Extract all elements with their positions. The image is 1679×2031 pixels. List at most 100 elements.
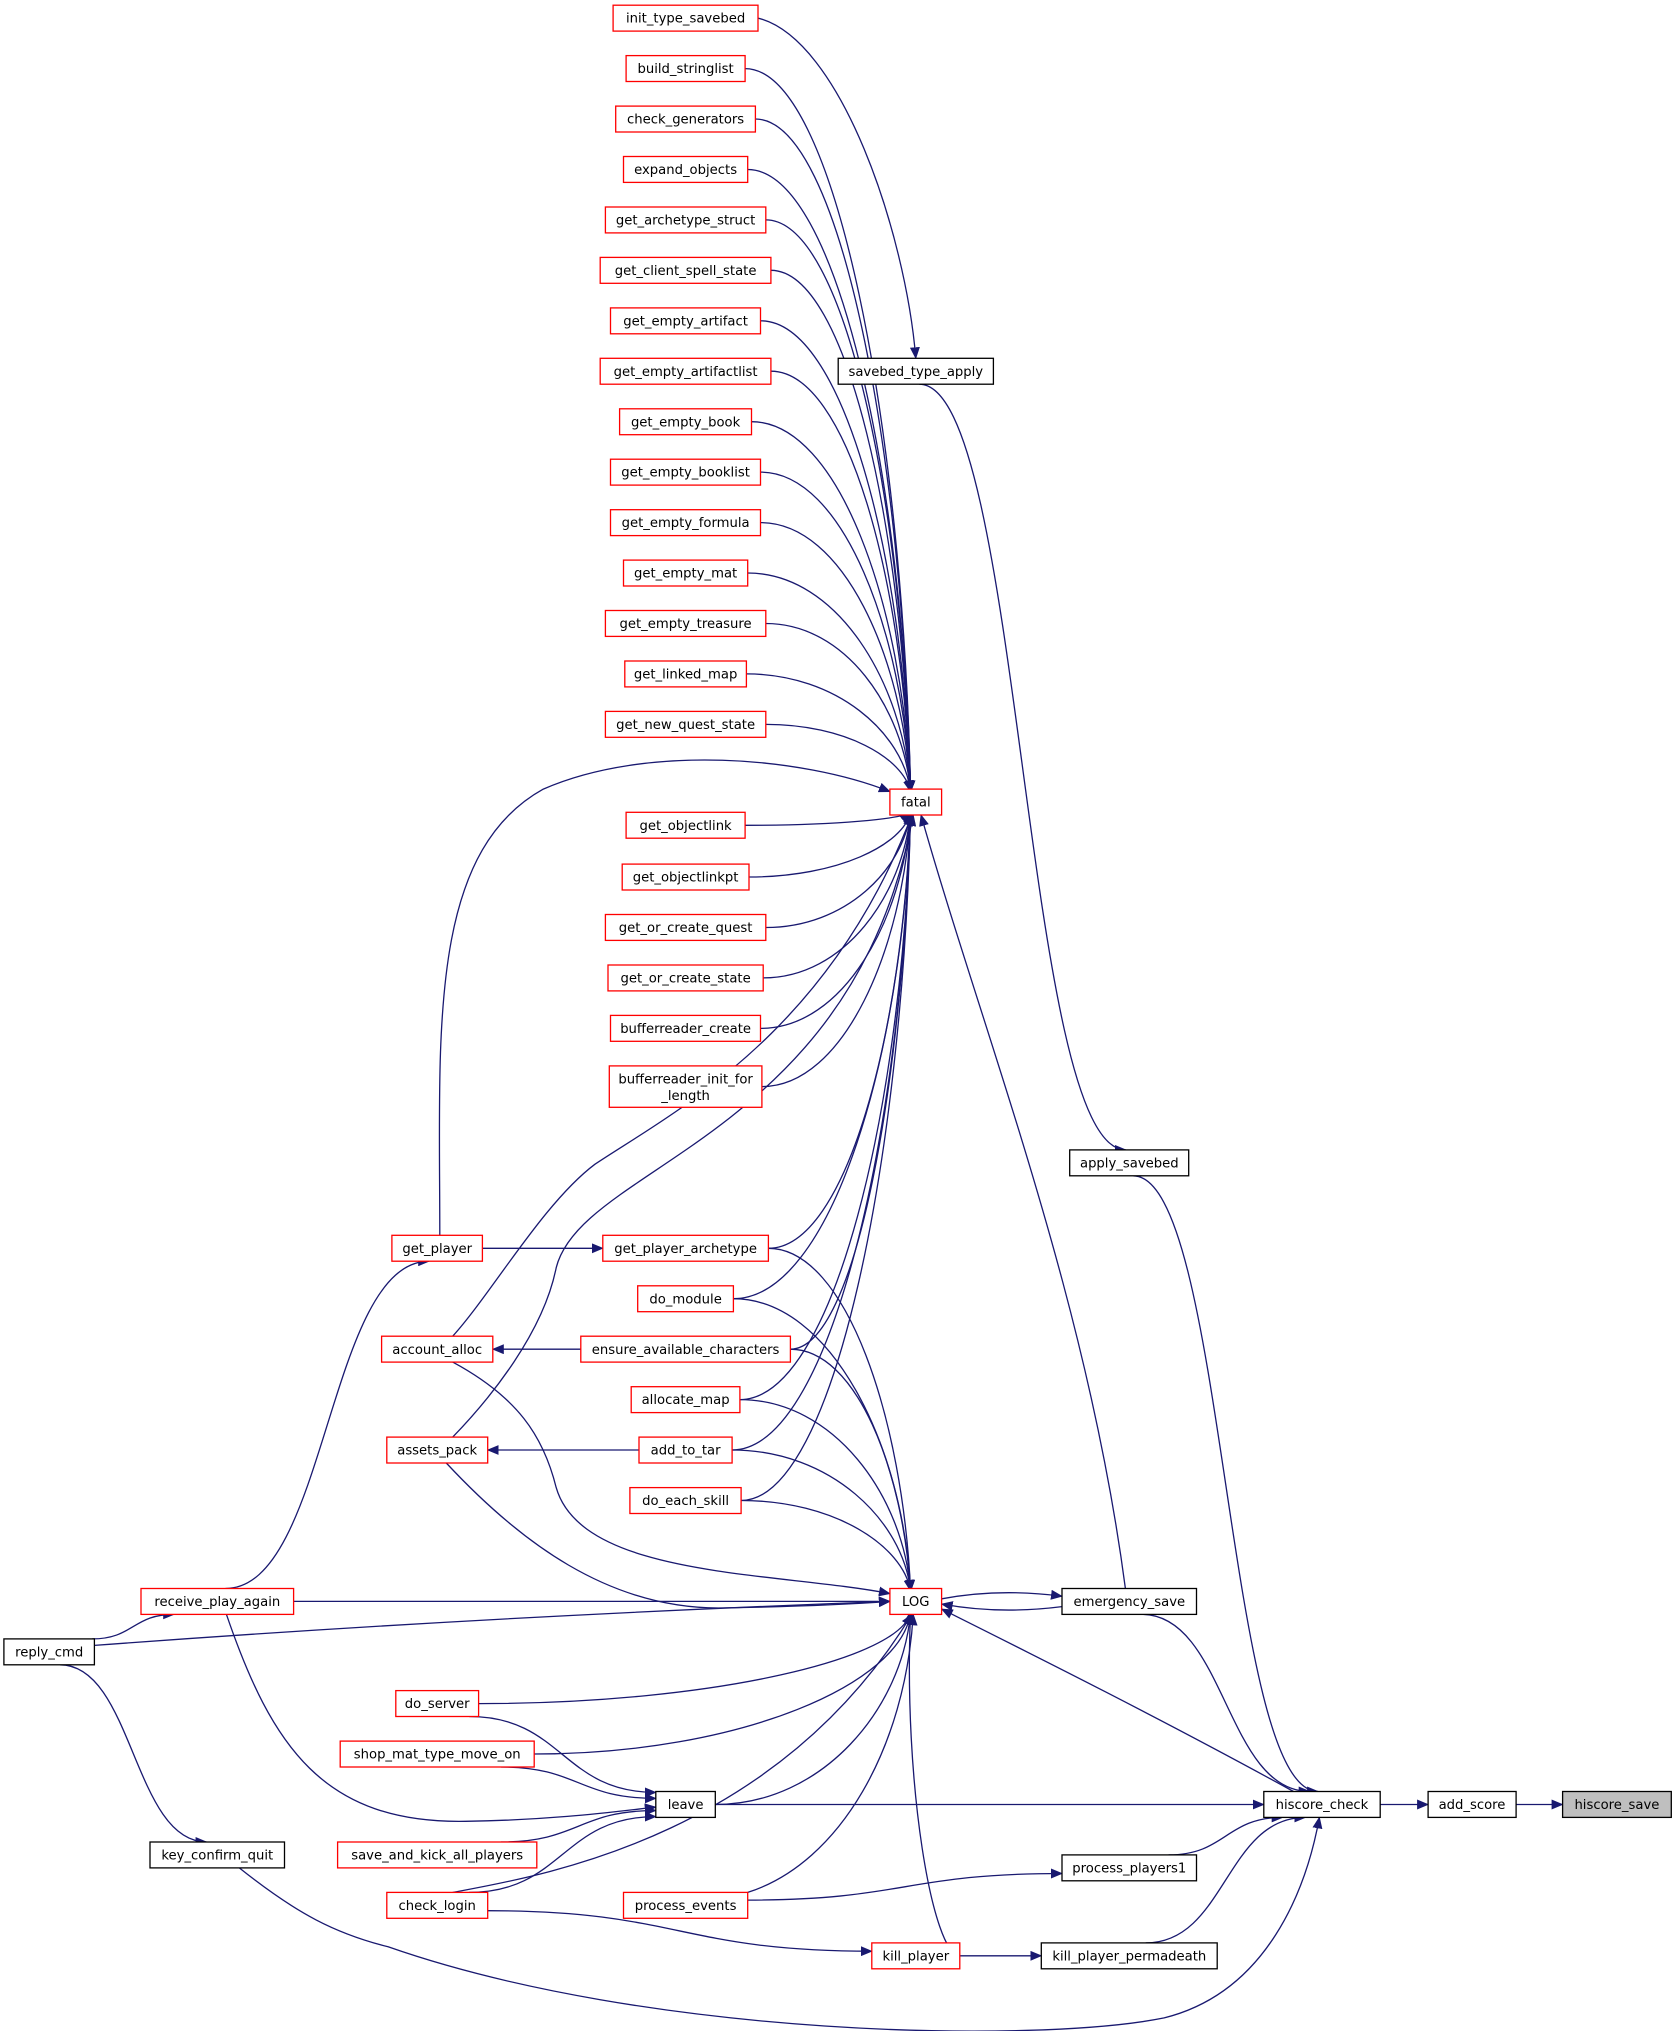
node-savebed-type-apply[interactable]: savebed_type_apply xyxy=(837,357,995,385)
node-fatal[interactable]: fatal xyxy=(889,788,943,816)
edge-do_each_skill-to-fatal xyxy=(741,811,916,1502)
node-label: build_stringlist xyxy=(637,62,733,77)
node-box xyxy=(630,1386,741,1414)
edge-shop_mat_type_move_on-to-LOG xyxy=(534,1610,915,1755)
node-do-server[interactable]: do_server xyxy=(395,1689,480,1718)
node-LOG[interactable]: LOG xyxy=(889,1587,943,1616)
node-get-linked-map[interactable]: get_linked_map xyxy=(624,660,748,688)
edge-receive_play_again-to-leave xyxy=(225,1614,657,1822)
node-process-events[interactable]: process_events xyxy=(622,1891,749,1919)
edge-bufferreader_create-to-fatal xyxy=(760,811,915,1030)
node-leave[interactable]: leave xyxy=(655,1790,716,1819)
node-get-empty-artifactlist[interactable]: get_empty_artifactlist xyxy=(599,357,772,385)
node-label: get_objectlinkpt xyxy=(633,871,739,886)
node-check-generators[interactable]: check_generators xyxy=(615,105,757,133)
node-box xyxy=(3,1638,96,1666)
node-label: process_players1 xyxy=(1072,1862,1186,1877)
node-add-score[interactable]: add_score xyxy=(1427,1790,1517,1819)
node-label: check_generators xyxy=(627,113,744,128)
edge-hiscore_check-to-LOG xyxy=(940,1608,1294,1793)
edge-leave-to-LOG xyxy=(715,1610,915,1806)
node-process-players1[interactable]: process_players1 xyxy=(1061,1854,1198,1882)
node-do-each-skill[interactable]: do_each_skill xyxy=(629,1486,742,1515)
node-bufferreader-init-for-length[interactable]: bufferreader_init_for_length xyxy=(608,1065,763,1108)
node-get-objectlink[interactable]: get_objectlink xyxy=(625,811,746,839)
node-get-or-create-state[interactable]: get_or_create_state xyxy=(607,964,764,992)
node-hiscore-check[interactable]: hiscore_check xyxy=(1263,1790,1381,1819)
edge-reply_cmd-to-LOG xyxy=(94,1596,891,1647)
node-kill-player[interactable]: kill_player xyxy=(871,1942,961,1970)
node-box xyxy=(1427,1790,1517,1819)
node-label: shop_mat_type_move_on xyxy=(354,1748,521,1763)
node-emergency-save[interactable]: emergency_save xyxy=(1061,1587,1198,1616)
node-label: expand_objects xyxy=(634,163,737,178)
node-build-stringlist[interactable]: build_stringlist xyxy=(625,54,746,83)
node-apply-savebed[interactable]: apply_savebed xyxy=(1069,1149,1190,1177)
node-get-new-quest-state[interactable]: get_new_quest_state xyxy=(604,710,767,738)
edge-key_confirm_quit-to-hiscore_check xyxy=(238,1816,1323,2031)
edge-check_login-to-LOG xyxy=(452,1613,913,1894)
node-get-empty-booklist[interactable]: get_empty_booklist xyxy=(609,458,762,486)
node-box xyxy=(386,1436,489,1464)
node-box xyxy=(609,509,762,537)
node-label: kill_player_permadeath xyxy=(1052,1949,1206,1964)
node-get-player-archetype[interactable]: get_player_archetype xyxy=(602,1234,770,1262)
node-box xyxy=(1061,1854,1198,1882)
node-label: key_confirm_quit xyxy=(161,1849,273,1864)
node-bufferreader-create[interactable]: bufferreader_create xyxy=(609,1014,762,1042)
node-label: check_login xyxy=(399,1899,476,1914)
node-label: receive_play_again xyxy=(154,1595,280,1610)
node-expand-objects[interactable]: expand_objects xyxy=(622,155,749,184)
nodes-layer: init_type_savebed build_stringlist check_g… xyxy=(3,4,1672,1970)
edge-get_client_spell_state-to-fatal xyxy=(770,269,916,793)
node-label: kill_player xyxy=(882,1949,949,1964)
node-box xyxy=(1561,1790,1672,1819)
node-box xyxy=(871,1942,961,1970)
node-box xyxy=(599,256,772,284)
node-shop-mat-type-move-on[interactable]: shop_mat_type_move_on xyxy=(339,1740,535,1768)
edge-do_each_skill-to-LOG xyxy=(741,1499,914,1592)
node-label: leave xyxy=(668,1798,704,1813)
node-get-empty-artifact[interactable]: get_empty_artifact xyxy=(609,307,762,335)
node-get-empty-book[interactable]: get_empty_book xyxy=(618,408,753,436)
edge-get_player-to-fatal xyxy=(438,759,891,1236)
node-get-empty-formula[interactable]: get_empty_formula xyxy=(609,509,762,537)
node-account-alloc[interactable]: account_alloc xyxy=(380,1335,494,1363)
edge-add_to_tar-to-fatal xyxy=(732,811,916,1451)
node-get-objectlinkpt[interactable]: get_objectlinkpt xyxy=(621,863,750,891)
node-get-archetype-struct[interactable]: get_archetype_struct xyxy=(604,206,767,234)
node-get-empty-treasure[interactable]: get_empty_treasure xyxy=(604,609,767,638)
edge-get_empty_treasure-to-fatal xyxy=(765,622,915,793)
edge-get_empty_booklist-to-fatal xyxy=(760,471,916,793)
node-save-and-kick-all-players[interactable]: save_and_kick_all_players xyxy=(336,1841,538,1869)
node-box xyxy=(580,1335,792,1363)
node-receive-play-again[interactable]: receive_play_again xyxy=(140,1587,295,1616)
node-kill-player-permadeath[interactable]: kill_player_permadeath xyxy=(1040,1942,1218,1970)
node-get-client-spell-state[interactable]: get_client_spell_state xyxy=(599,256,772,284)
edge-process_events-to-process_players1 xyxy=(747,1868,1063,1901)
node-do-module[interactable]: do_module xyxy=(637,1285,735,1313)
node-key-confirm-quit[interactable]: key_confirm_quit xyxy=(149,1841,286,1869)
node-get-player[interactable]: get_player xyxy=(391,1234,484,1262)
node-check-login[interactable]: check_login xyxy=(386,1891,489,1919)
node-box xyxy=(615,105,757,133)
node-allocate-map[interactable]: allocate_map xyxy=(630,1386,741,1414)
node-label: get_or_create_state xyxy=(620,972,750,987)
edge-get_player_archetype-to-fatal xyxy=(768,811,916,1249)
edge-check_login-to-kill_player xyxy=(487,1910,873,1957)
node-init-type-savebed[interactable]: init_type_savebed xyxy=(612,4,759,32)
node-get-empty-mat[interactable]: get_empty_mat xyxy=(622,559,749,587)
edge-get_empty_artifact-to-fatal xyxy=(760,320,916,793)
node-reply-cmd[interactable]: reply_cmd xyxy=(3,1638,96,1666)
node-get-or-create-quest[interactable]: get_or_create_quest xyxy=(604,913,767,942)
edge-process_players1-to-hiscore_check xyxy=(1168,1812,1284,1856)
edge-get_objectlink-to-fatal xyxy=(745,811,912,826)
node-box xyxy=(638,1436,733,1464)
node-ensure-available-characters[interactable]: ensure_available_characters xyxy=(580,1335,792,1363)
node-add-to-tar[interactable]: add_to_tar xyxy=(638,1436,733,1464)
edge-save_and_kick_all_players-to-leave xyxy=(500,1805,657,1843)
edge-get_empty_formula-to-fatal xyxy=(760,521,915,793)
edge-add_to_tar-to-LOG xyxy=(732,1449,915,1592)
node-assets-pack[interactable]: assets_pack xyxy=(386,1436,489,1464)
node-box xyxy=(599,357,772,385)
